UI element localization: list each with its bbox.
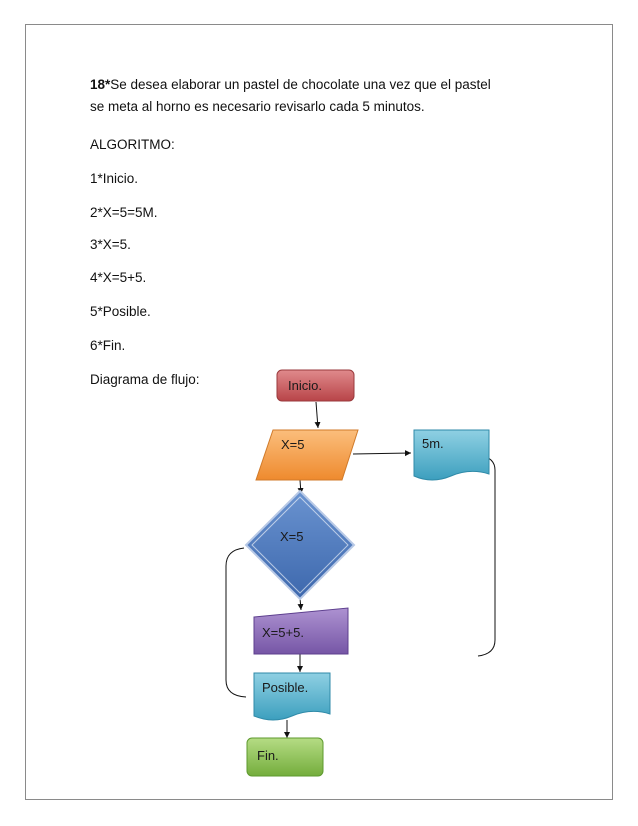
flow-decision: X=5: [244, 489, 356, 601]
page-border: [25, 24, 613, 800]
algorithm-step: 5*Posible.: [90, 304, 151, 319]
flow-end: Fin.: [246, 737, 324, 777]
flow-result-doc-label: Posible.: [262, 680, 308, 695]
algorithm-step: 2*X=5=5M.: [90, 205, 158, 220]
flow-output-doc: 5m.: [413, 429, 490, 481]
problem-text-1: Se desea elaborar un pastel de chocolate…: [110, 77, 491, 92]
flow-start: Inicio.: [276, 369, 355, 402]
flow-start-label: Inicio.: [288, 378, 322, 393]
problem-line-1: 18*Se desea elaborar un pastel de chocol…: [90, 77, 491, 93]
algorithm-step: 1*Inicio.: [90, 171, 139, 186]
flow-end-label: Fin.: [257, 748, 279, 763]
algorithm-step: 4*X=5+5.: [90, 270, 147, 285]
loop-bracket-left: [225, 547, 247, 698]
flow-process-label: X=5+5.: [262, 625, 304, 640]
flowchart-heading: Diagrama de flujo:: [90, 372, 200, 387]
flow-output-doc-label: 5m.: [422, 436, 444, 451]
algorithm-step: 6*Fin.: [90, 338, 126, 353]
flow-result-doc: Posible.: [253, 672, 331, 721]
flow-process: X=5+5.: [253, 607, 349, 655]
problem-number: 18*: [90, 77, 111, 92]
arrow-start-input: [314, 401, 321, 429]
algorithm-heading: ALGORITMO:: [90, 137, 175, 152]
flow-decision-label: X=5: [280, 529, 304, 544]
arrow-input-output: [352, 450, 412, 457]
algorithm-step: 3*X=5.: [90, 237, 131, 252]
problem-line-2: se meta al horno es necesario revisarlo …: [90, 99, 425, 114]
flow-input: X=5: [255, 429, 359, 481]
flow-input-label: X=5: [281, 437, 305, 452]
loop-bracket-right: [477, 454, 496, 657]
